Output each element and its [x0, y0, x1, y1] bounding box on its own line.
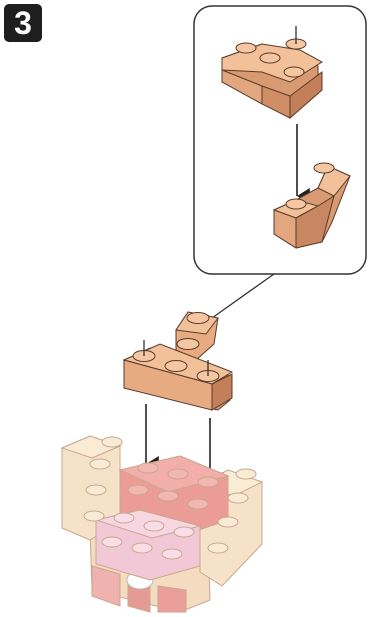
faded-base-model [60, 435, 264, 613]
tan-brick-assembly [122, 311, 234, 411]
callout-bottom-brick [272, 162, 351, 249]
callout-leader-line [211, 273, 275, 319]
callout-top-brick [221, 26, 323, 120]
step-number-badge: 3 [4, 4, 42, 42]
